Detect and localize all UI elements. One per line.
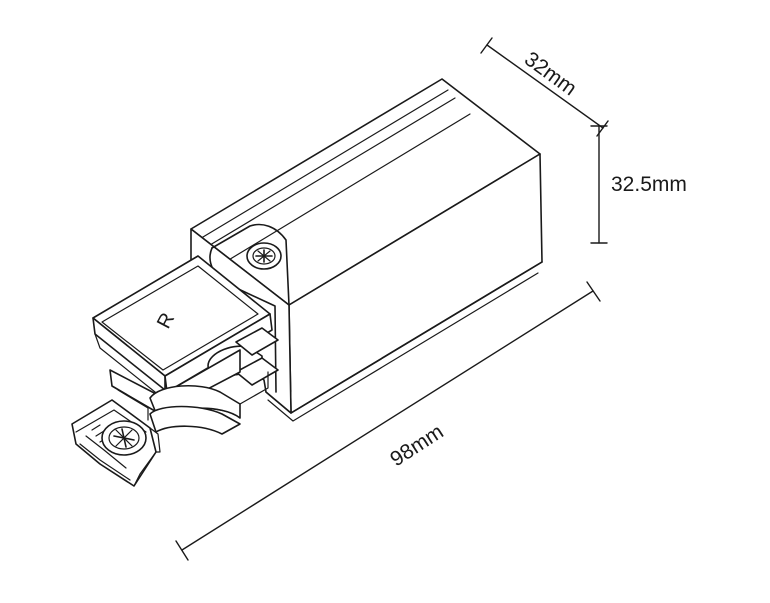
housing-screw-icon	[246, 242, 282, 270]
dimension-length-label: 98mm	[386, 420, 447, 471]
mounting-screw-icon	[101, 420, 147, 456]
dimension-depth-label: 32mm	[520, 47, 581, 100]
dimension-length	[175, 281, 601, 561]
dimension-height	[590, 125, 608, 244]
dimension-height-label: 32.5mm	[611, 173, 687, 196]
dimension-depth	[480, 37, 609, 137]
contact-insert	[92, 255, 279, 435]
